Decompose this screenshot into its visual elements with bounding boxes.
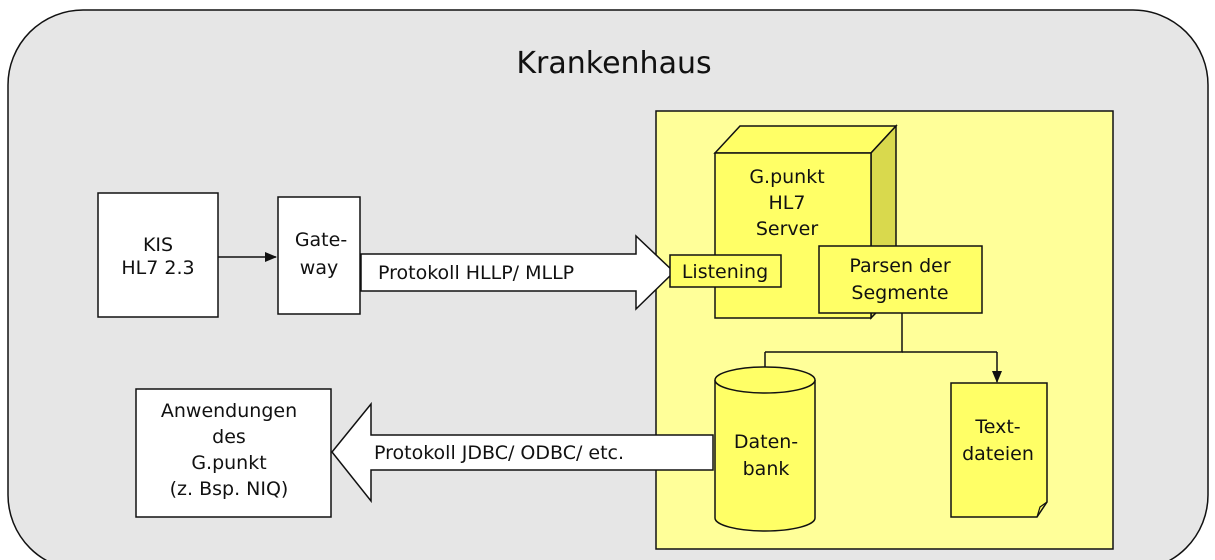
textdateien-document [950,382,1048,518]
datenbank-label-line2: bank [743,458,790,480]
server-label-line3: Server [756,218,818,240]
jdbc-arrow-label: Protokoll JDBC/ ODBC/ etc. [374,442,624,464]
gateway-label-line1: Gate- [295,229,347,251]
kis-box [97,192,219,318]
textdateien-fold [1036,501,1048,518]
server-label-line1: G.punkt [749,166,824,188]
gateway-box [277,196,361,315]
anwendungen-box [135,388,332,518]
datenbank-cylinder-top [714,366,816,394]
jdbc-block-arrow [331,401,714,504]
datenbank-label-line1: Daten- [734,431,798,453]
anwendungen-label-line3: G.punkt [191,452,266,474]
anwendungen-label-line1: Anwendungen [161,400,297,422]
server-box-top [713,125,898,154]
parsen-label-line1: Parsen der [849,255,950,277]
anwendungen-label-line2: des [212,426,246,448]
hllp-arrow-label: Protokoll HLLP/ MLLP [378,262,574,284]
datenbank-cylinder-body [714,380,816,532]
kis-label-line1: KIS [143,234,173,256]
textdateien-label-line2: dateien [962,443,1034,465]
gateway-label-line2: way [300,257,338,279]
textdateien-label-line1: Text- [974,416,1020,438]
kis-label-line2: HL7 2.3 [121,257,194,279]
listening-label: Listening [682,261,768,283]
anwendungen-label-line4: (z. Bsp. NIQ) [170,478,289,500]
server-label-line2: HL7 [769,192,806,214]
listening-box [669,254,782,288]
parsen-label-line2: Segmente [851,282,948,304]
hospital-title: Krankenhaus [516,46,711,81]
hllp-block-arrow [360,234,676,311]
parsen-box [818,245,983,314]
